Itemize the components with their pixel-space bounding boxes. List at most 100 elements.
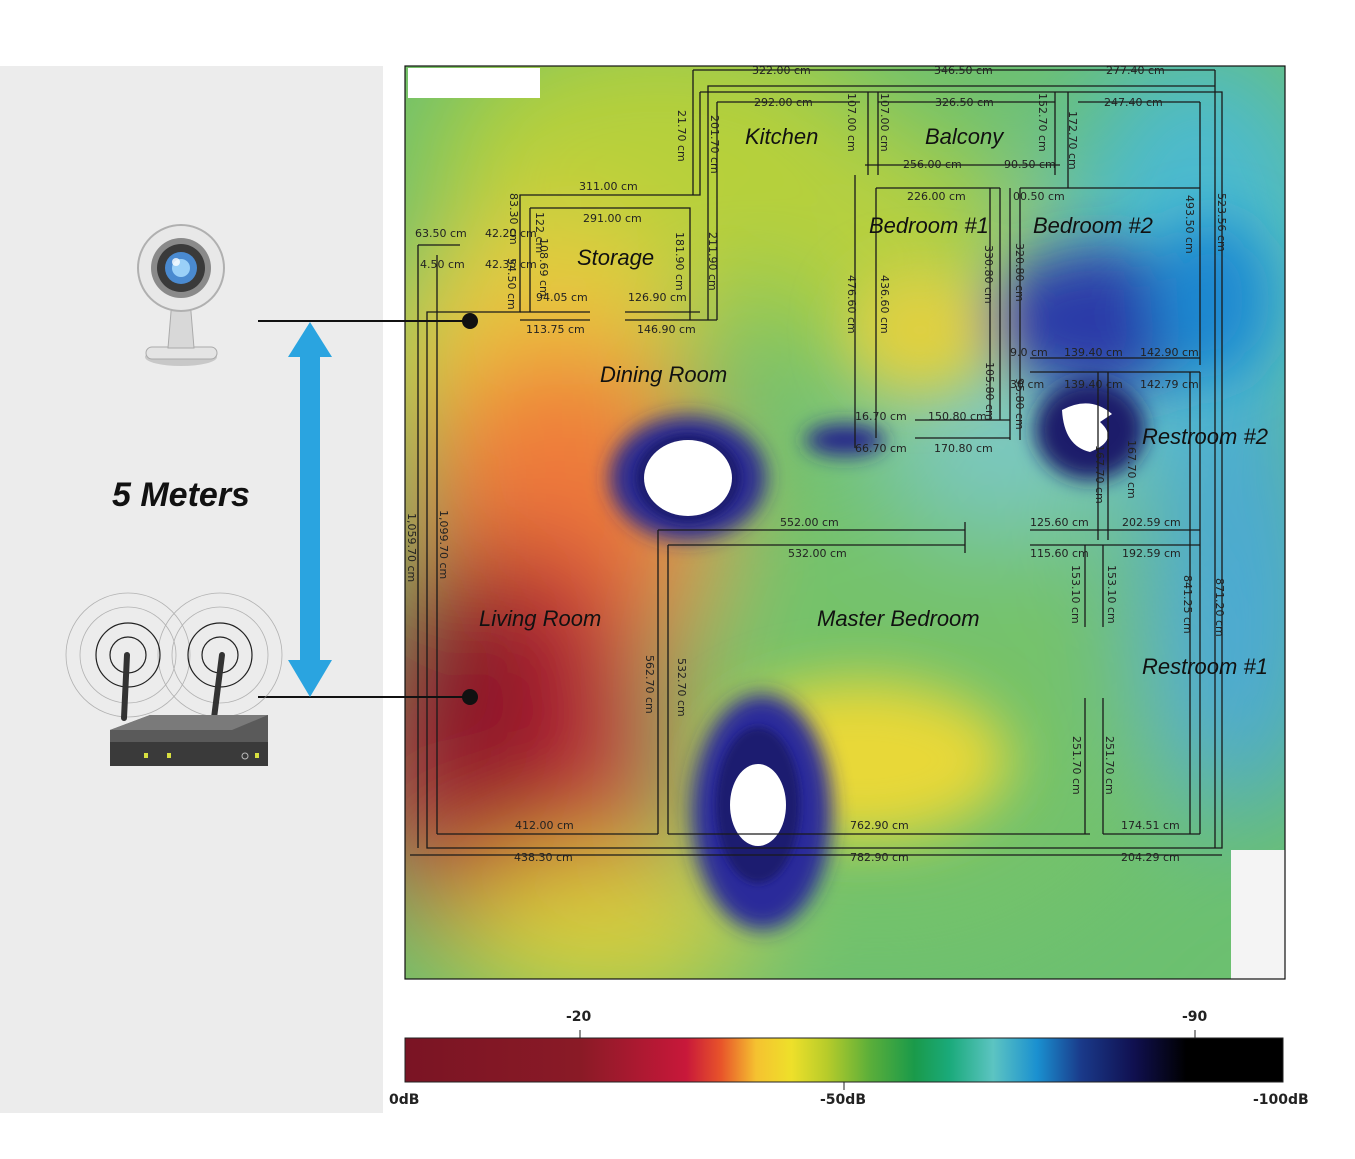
dimension-label: 322.00 cm [752,64,811,77]
dimension-label: 292.00 cm [754,96,813,109]
dimension-label: 63.50 cm [415,227,467,240]
dimension-label: 326.50 cm [935,96,994,109]
dimension-label: 66.70 cm [855,442,907,455]
dimension-label: 532.70 cm [675,658,688,717]
camera-icon [137,224,225,366]
dimension-label: 320.80 cm [1013,243,1026,302]
room-labels: Kitchen Balcony Storage Bedroom #1 Bedro… [479,124,1268,679]
dimension-label: 841.25 cm [1181,575,1194,634]
dimension-label: 21.70 cm [675,110,688,162]
dimension-label: 142.79 cm [1140,378,1199,391]
dimension-label: 201.70 cm [708,115,721,174]
dimension-label: 476.60 cm [845,275,858,334]
floorplan-walls [410,69,1223,856]
dimension-label: 54.50 cm [505,258,518,310]
dimension-label: 30 cm [1010,378,1044,391]
dimension-label: 107.00 cm [845,93,858,152]
colorbar-tick-top-2: -90 [1182,1009,1208,1025]
camera-position-dot [462,313,478,329]
dimension-label: 871.20 cm [1213,578,1226,637]
dimension-label: 256.00 cm [903,158,962,171]
dimension-label: 153.10 cm [1069,565,1082,624]
dimension-label: 83.30 cm [507,193,520,245]
distance-label: 5 Meters [112,476,250,514]
device-markers [258,313,478,705]
room-kitchen: Kitchen [745,124,818,149]
dimension-label: 167.70 cm [1093,445,1106,504]
dimension-label: 146.90 cm [637,323,696,336]
room-dining: Dining Room [600,362,727,387]
dimension-labels: 322.00 cm 346.50 cm 277.40 cm 292.00 cm … [405,64,1228,864]
dimension-label: 251.70 cm [1070,736,1083,795]
dimension-label: 523.56 cm [1215,193,1228,252]
room-storage: Storage [577,245,654,270]
dimension-label: 126.90 cm [628,291,687,304]
dimension-label: 204.29 cm [1121,851,1180,864]
dimension-label: 192.59 cm [1122,547,1181,560]
room-bedroom-1: Bedroom #1 [869,213,989,238]
room-living: Living Room [479,606,601,631]
room-restroom-1: Restroom #1 [1142,654,1268,679]
dimension-label: 139.40 cm [1064,346,1123,359]
dimension-label: 139.40 cm [1064,378,1123,391]
room-master: Master Bedroom [817,606,980,631]
colorbar-tick-bottom-2: -50dB [820,1092,866,1108]
dimension-label: 153.10 cm [1105,565,1118,624]
dimension-label: 108.69 cm [537,238,550,297]
dimension-label: 122 cm [533,212,546,253]
room-balcony: Balcony [925,124,1005,149]
dimension-label: 9.0 cm [1010,346,1048,359]
dimension-label: 311.00 cm [579,180,638,193]
dimension-label: 532.00 cm [788,547,847,560]
heatmap-frame [404,65,1286,980]
dimension-label: 1,099.70 cm [437,510,450,579]
dimension-label: 95.80 cm [1013,378,1026,430]
room-bedroom-2: Bedroom #2 [1033,213,1153,238]
router-position-dot [462,689,478,705]
dimension-label: 493.50 cm [1183,195,1196,254]
dimension-label: 438.30 cm [514,851,573,864]
dimension-label: 42.35 cm [485,258,537,271]
dimension-label: 152.70 cm [1036,93,1049,152]
dimension-label: 226.00 cm [907,190,966,203]
dimension-label: 170.80 cm [934,442,993,455]
room-restroom-2: Restroom #2 [1142,424,1268,449]
dimension-label: 16.70 cm [855,410,907,423]
dimension-label: 782.90 cm [850,851,909,864]
dimension-label: 107.00 cm [878,93,891,152]
router-icon [65,592,283,766]
dimension-label: 412.00 cm [515,819,574,832]
dimension-label: 762.90 cm [850,819,909,832]
dimension-label: 552.00 cm [780,516,839,529]
colorbar-tick-top-1: -20 [566,1009,592,1025]
dimension-label: 1,059.70 cm [405,513,418,582]
dimension-label: 174.51 cm [1121,819,1180,832]
dimension-label: 113.75 cm [526,323,585,336]
colorbar-gradient [404,1037,1284,1083]
dimension-label: 4.50 cm [420,258,465,271]
dimension-label: 181.90 cm [673,232,686,291]
dimension-label: 42.20 cm [485,227,537,240]
dimension-label: 436.60 cm [878,275,891,334]
dimension-label: 125.60 cm [1030,516,1089,529]
dimension-label: 172.70 cm [1066,111,1079,170]
dimension-label: 94.05 cm [536,291,588,304]
dimension-label: 277.40 cm [1106,64,1165,77]
colorbar-tick-bottom-1: 0dB [389,1092,420,1108]
dimension-label: 142.90 cm [1140,346,1199,359]
dimension-label: 346.50 cm [934,64,993,77]
dimension-label: 115.60 cm [1030,547,1089,560]
colorbar [404,1030,1284,1090]
dimension-label: 291.00 cm [583,212,642,225]
colorbar-tick-bottom-3: -100dB [1253,1092,1309,1108]
dimension-label: 202.59 cm [1122,516,1181,529]
dimension-label: 330.80 cm [982,245,995,304]
dimension-label: 251.70 cm [1103,736,1116,795]
dimension-label: 105.80 cm [983,362,996,421]
dimension-label: 247.40 cm [1104,96,1163,109]
dimension-label: 167.70 cm [1125,440,1138,499]
distance-arrow [288,322,332,697]
dimension-label: 211.90 cm [706,232,719,291]
dimension-label: 90.50 cm [1004,158,1056,171]
